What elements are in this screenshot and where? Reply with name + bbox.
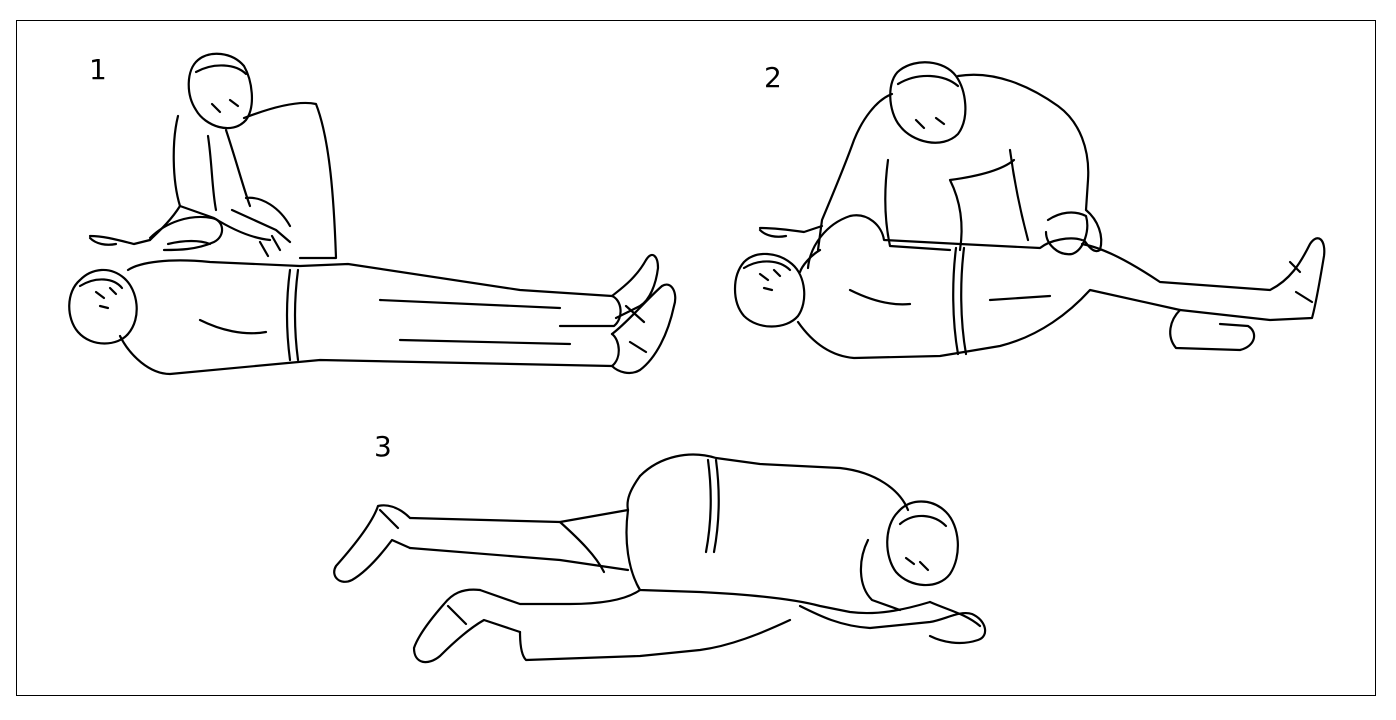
step-1-illustration (69, 54, 675, 374)
casualty-figure-3 (334, 455, 985, 663)
step-2-illustration (735, 62, 1324, 358)
casualty-figure-2 (735, 215, 1324, 358)
step-number-2: 2 (764, 61, 782, 94)
step-3-illustration (334, 455, 985, 663)
helper-figure-1 (150, 54, 336, 258)
step-number-1: 1 (89, 53, 107, 86)
step-number-3: 3 (374, 430, 392, 463)
casualty-figure-1 (69, 236, 675, 374)
